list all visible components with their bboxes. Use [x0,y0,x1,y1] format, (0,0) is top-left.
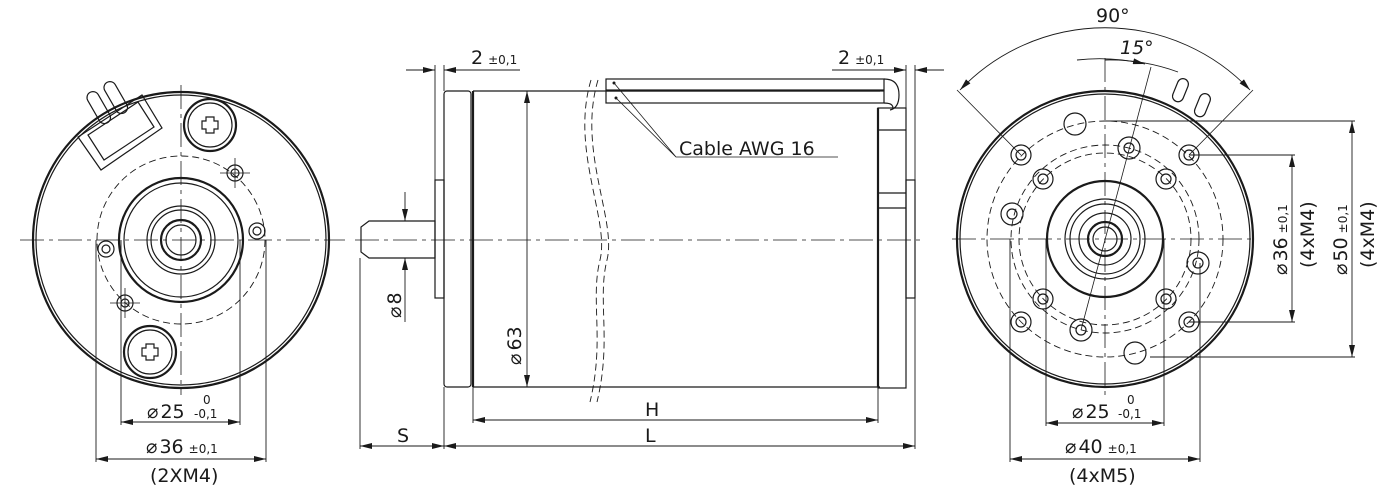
shaft [159,218,203,262]
screw-top [182,97,238,153]
dim-25-label: ⌀25 [1072,401,1110,423]
shaft-diameter-label: ⌀8 [384,292,406,318]
thread-note: (2XM4) [150,465,218,487]
tol-upper: 0 [1127,393,1135,407]
front-view: ⌀25 0 -0,1 ⌀36±0,1 (2XM4) [20,81,345,487]
flange-thickness-right-label: 2±0,1 [838,47,884,69]
screw-bottom [122,324,178,380]
dim-L-label: L [645,425,656,447]
rear-pilot [905,179,916,299]
rear-view: 90° 15° ⌀36±0,1 (4xM4) ⌀50±0,1 (4xM4) ⌀2… [952,5,1379,487]
dim-36-label: ⌀36±0,1 [1270,204,1292,275]
housing-outline [955,89,1255,389]
pilot-boss [117,176,245,304]
side-view: Cable AWG 16 2±0,1 2±0,1 ⌀8 ⌀63 [355,47,944,449]
pilot-boss [1045,179,1165,299]
cable-label: Cable AWG 16 [679,138,815,160]
terminal-pin [1193,93,1211,118]
front-flange [443,90,472,388]
dim-25-label: ⌀25 [147,401,185,423]
thread-note: (4xM5) [1069,465,1136,487]
angle-15-label: 15° [1120,37,1154,59]
dim-36-label: ⌀36±0,1 [146,436,218,458]
bolt-circle-36 [1018,152,1192,326]
dim-40-label: ⌀40±0,1 [1065,436,1137,458]
break-line [584,79,602,403]
angle-arc-15 [1076,58,1146,65]
angle-90-label: 90° [1096,5,1130,27]
angle-arc-90 [959,27,1251,91]
tol-lower: -0,1 [1118,407,1141,421]
flange-thickness-left-label: 2±0,1 [471,47,517,69]
cable [605,78,900,158]
dim-50-note: (4xM4) [1357,201,1379,268]
terminal-pin [1171,78,1189,103]
bolt-circle [96,155,266,325]
shaft-side [360,220,436,259]
connector [77,81,163,171]
cable-leader [613,82,838,158]
phillips-icon [201,116,219,134]
body-diameter-label: ⌀63 [504,326,526,365]
phillips-icon [141,343,159,361]
tol-lower: -0,1 [194,407,217,421]
rear-cap [877,107,907,389]
dim-H-label: H [645,399,659,421]
dim-S-label: S [397,425,409,447]
tol-upper: 0 [203,393,211,407]
mount-holes [97,158,266,318]
bolt-circle-40 [1010,144,1200,334]
housing-outline [31,90,331,390]
dim-50-label: ⌀50±0,1 [1330,204,1352,275]
pilot-side [434,179,445,299]
dim-36-note: (4xM4) [1297,201,1319,268]
